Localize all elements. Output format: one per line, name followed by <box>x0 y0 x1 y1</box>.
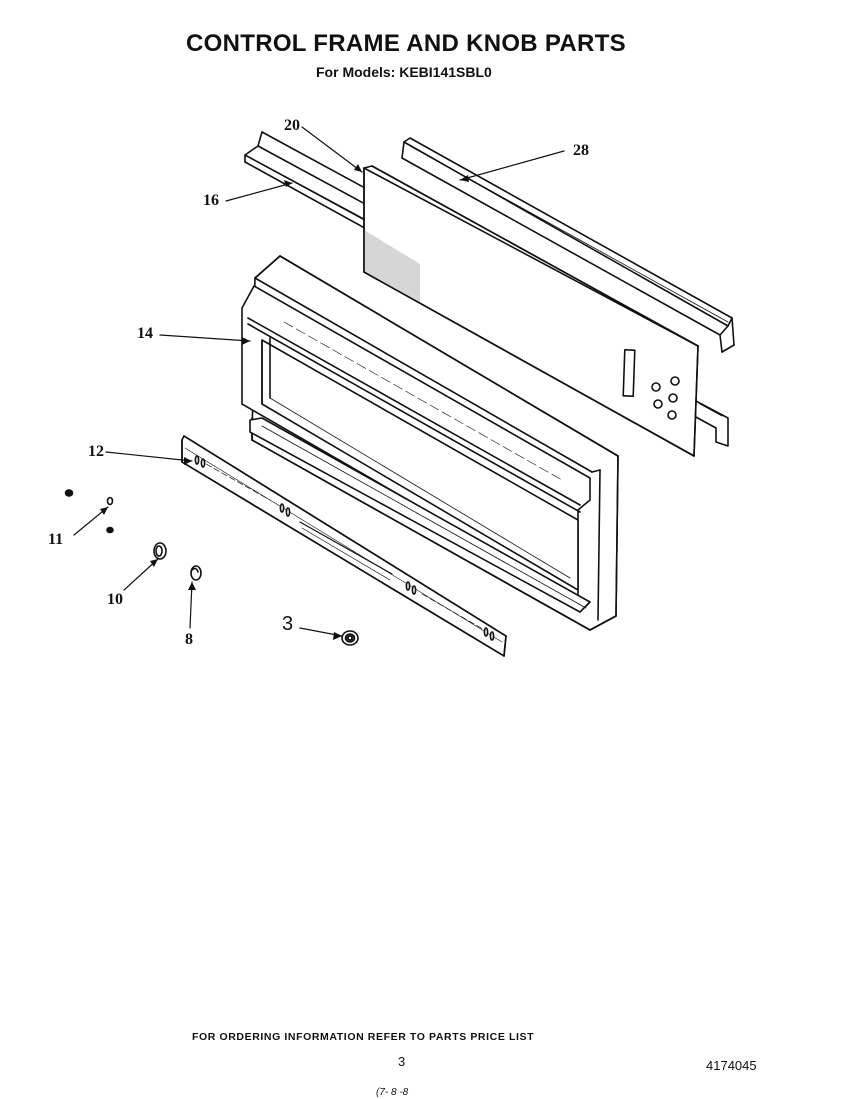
date-stamp: (7- 8 -8 <box>376 1087 409 1098</box>
lower-trim-strip-part-12 <box>181 435 507 657</box>
model-subtitle: For Models: KEBI141SBL0 <box>316 64 492 80</box>
clip-part-8 <box>190 565 202 581</box>
callout-28: 28 <box>573 142 589 159</box>
rear-bracket-part-28 <box>401 137 735 447</box>
knob-part-3 <box>341 630 359 646</box>
screws-part-11 <box>64 489 114 534</box>
leader-lines <box>73 126 565 640</box>
callout-11: 11 <box>48 531 64 548</box>
ring-part-10 <box>153 542 167 560</box>
callout-12: 12 <box>88 443 104 460</box>
document-number: 4174045 <box>706 1058 757 1073</box>
callout-3: 3 <box>282 613 294 635</box>
callout-10: 10 <box>107 591 123 608</box>
callout-16: 16 <box>203 192 219 209</box>
diagram-title: CONTROL FRAME AND KNOB PARTS <box>186 30 626 57</box>
ordering-note: FOR ORDERING INFORMATION REFER TO PARTS … <box>192 1031 535 1043</box>
callout-20: 20 <box>284 117 300 134</box>
page-number: 3 <box>398 1054 406 1069</box>
control-frame-part-14 <box>241 255 619 631</box>
callout-8: 8 <box>185 631 193 648</box>
control-panel-part-20 <box>363 165 699 457</box>
callout-14: 14 <box>137 325 153 342</box>
